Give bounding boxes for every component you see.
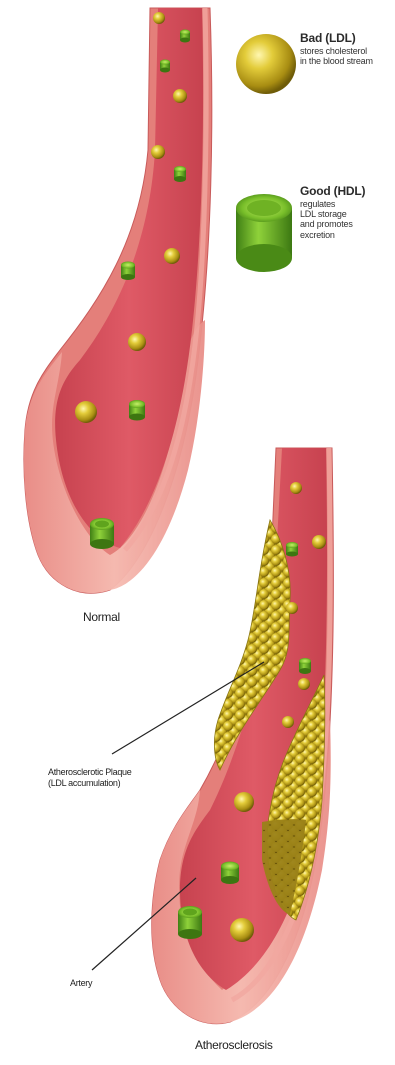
legend-hdl-icon — [236, 194, 292, 272]
ldl-particle — [312, 535, 326, 549]
legend-hdl-desc-line1: regulates — [300, 199, 392, 209]
ldl-particle — [128, 333, 146, 351]
caption-atherosclerosis: Atherosclerosis — [195, 1038, 273, 1052]
atherosclerotic-artery — [152, 448, 334, 1024]
legend-ldl-desc-line2: in the blood stream — [300, 56, 392, 66]
ldl-particle — [173, 89, 187, 103]
label-plaque-line2: (LDL accumulation) — [48, 778, 131, 789]
ldl-particle — [151, 145, 165, 159]
caption-normal: Normal — [83, 610, 120, 624]
hdl-particle — [160, 60, 170, 73]
legend-ldl: Bad (LDL) stores cholesterol in the bloo… — [300, 32, 392, 66]
ldl-particle — [164, 248, 180, 264]
legend-ldl-desc-line1: stores cholesterol — [300, 46, 392, 56]
legend-ldl-title: Bad (LDL) — [300, 32, 392, 46]
hdl-particle — [129, 400, 145, 421]
ldl-particle — [234, 792, 254, 812]
legend-hdl: Good (HDL) regulates LDL storage and pro… — [300, 185, 392, 240]
ldl-particle — [153, 12, 165, 24]
legend-hdl-desc-line4: excretion — [300, 230, 392, 240]
legend-hdl-desc-line2: LDL storage — [300, 209, 392, 219]
ldl-particle — [230, 918, 254, 942]
hdl-particle — [221, 862, 239, 885]
hdl-particle — [121, 262, 135, 281]
hdl-particle — [174, 166, 186, 182]
hdl-particle — [299, 658, 311, 674]
label-plaque-line1: Atherosclerotic Plaque — [48, 767, 131, 778]
legend-hdl-title: Good (HDL) — [300, 185, 392, 199]
hdl-particle — [180, 30, 190, 43]
ldl-particle — [75, 401, 97, 423]
ldl-particle — [286, 602, 298, 614]
hdl-particle — [90, 518, 114, 549]
legend-hdl-desc-line3: and promotes — [300, 219, 392, 229]
ldl-particle — [282, 716, 294, 728]
normal-artery — [24, 8, 212, 593]
legend-ldl-icon — [236, 34, 296, 94]
ldl-particle — [290, 482, 302, 494]
hdl-particle — [178, 906, 202, 939]
ldl-particle — [298, 678, 310, 690]
label-atherosclerotic-plaque: Atherosclerotic Plaque (LDL accumulation… — [48, 767, 131, 790]
label-artery: Artery — [70, 978, 92, 988]
hdl-particle — [286, 542, 298, 557]
